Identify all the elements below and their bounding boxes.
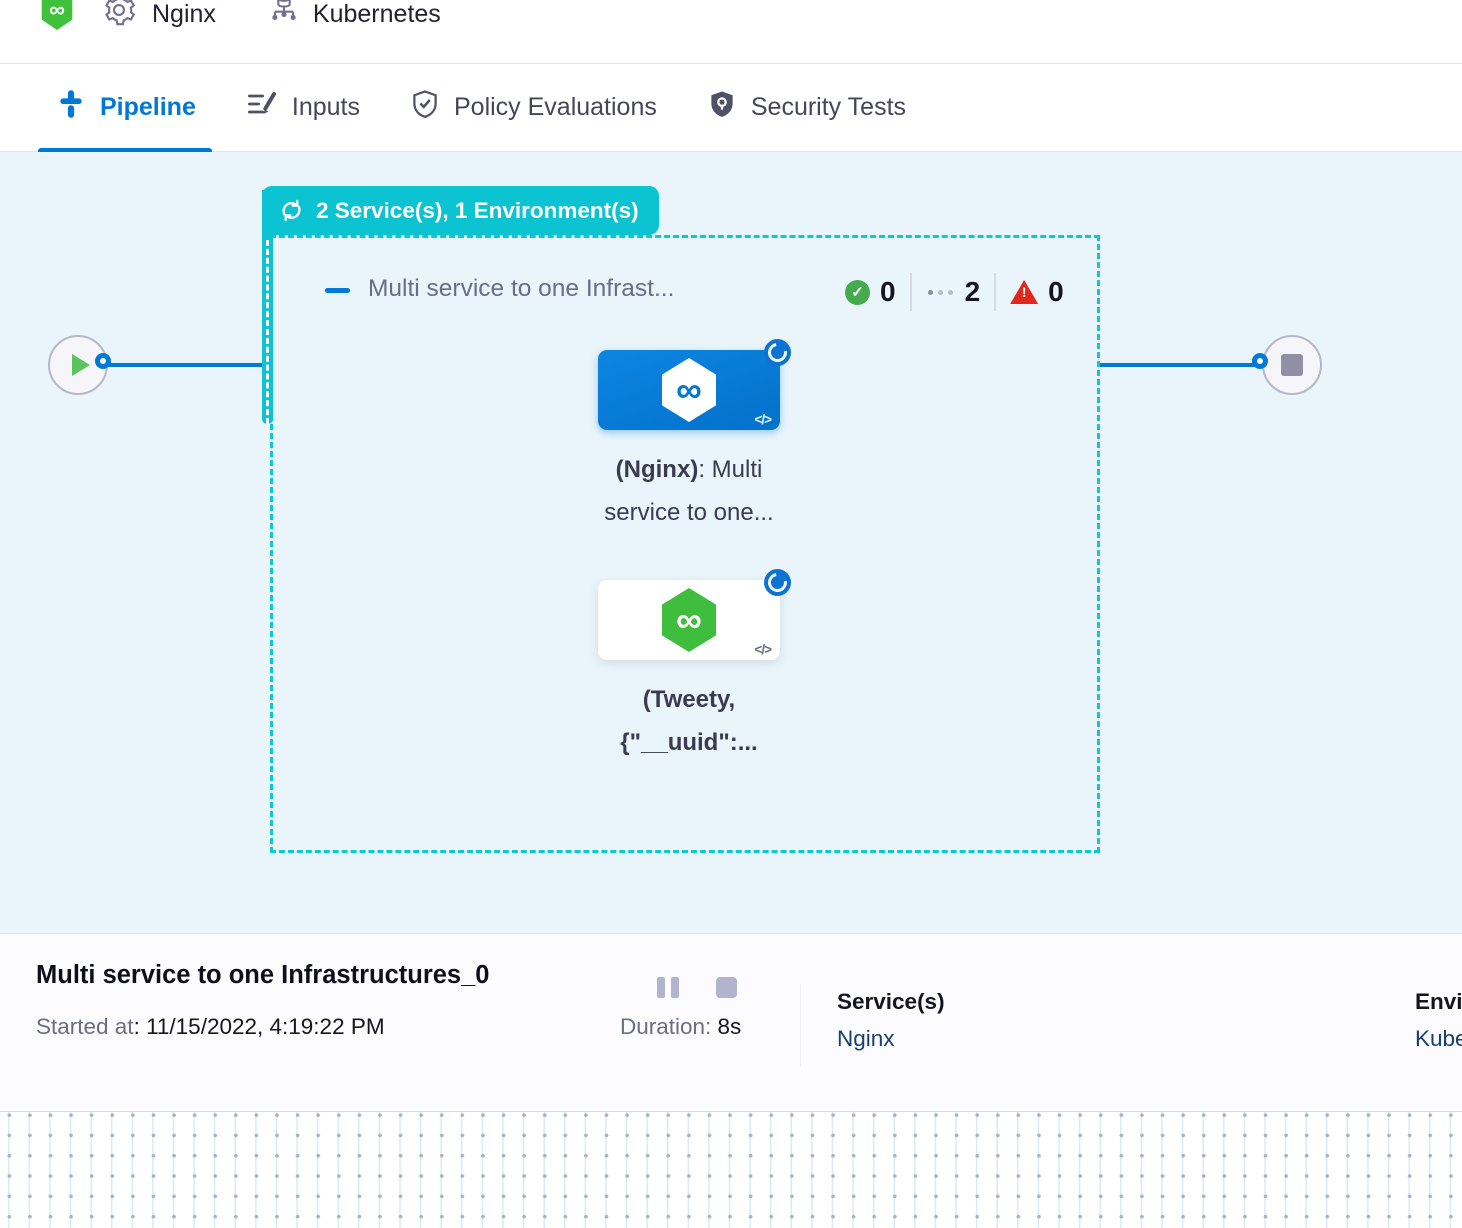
services-link[interactable]: Nginx (837, 1026, 895, 1051)
execution-graph-grid (0, 1112, 1462, 1228)
collapse-minus-icon[interactable] (325, 288, 350, 293)
success-count: 0 (880, 276, 896, 307)
stage-status-cluster: 0 2 0 (845, 270, 1064, 314)
pause-icon (671, 977, 679, 998)
harness-service-icon: ∞ (662, 358, 716, 422)
harness-service-icon: ∞ (662, 588, 716, 652)
status-divider (994, 273, 997, 311)
started-at: Started at: 11/15/2022, 4:19:22 PM (36, 1014, 385, 1040)
edge-connector-dot-right[interactable] (1252, 353, 1268, 369)
running-status-icon (927, 289, 953, 295)
failed-status-icon (1010, 280, 1039, 304)
policy-shield-icon (410, 89, 440, 126)
environments-column: Environment(s) Kubernetes (1415, 989, 1462, 1052)
tab-bar: Pipeline Inputs Policy Evaluations (0, 64, 1462, 152)
services-label: Service(s) (837, 989, 945, 1014)
footer-divider (800, 984, 801, 1066)
environments-label: Environment(s) (1415, 989, 1462, 1014)
stage-title[interactable]: Multi service to one Infrast... (368, 275, 675, 302)
loop-icon (278, 197, 305, 224)
breadcrumb-header: ∞ Nginx Kubernetes (0, 0, 1462, 64)
harness-logo-icon: ∞ (41, 0, 73, 30)
failed-count: 0 (1048, 276, 1064, 307)
inputs-icon (246, 88, 278, 127)
breadcrumb: ∞ Nginx Kubernetes (40, 0, 441, 42)
pause-icon (657, 977, 665, 998)
tab-label: Policy Evaluations (453, 93, 657, 121)
node-label-rest: : Multi (698, 456, 763, 483)
started-label: Started at (36, 1014, 134, 1039)
infrastructure-icon (268, 0, 300, 26)
tab-security-tests[interactable]: Security Tests (707, 64, 906, 152)
tab-label: Inputs (291, 93, 360, 121)
infinity-glyph: ∞ (49, 0, 65, 22)
breadcrumb-pipeline-name[interactable]: Nginx (152, 0, 216, 28)
stage-left-dash (266, 240, 269, 424)
stage-header-row: Multi service to one Infrast... 0 2 0 (0, 270, 1100, 314)
started-value: : 11/15/2022, 4:19:22 PM (133, 1014, 385, 1039)
pipeline-canvas: 2 Service(s), 1 Environment(s) Multi ser… (0, 152, 1462, 933)
gear-icon (102, 0, 136, 27)
tab-pipeline[interactable]: Pipeline (38, 64, 212, 152)
service-node-nginx[interactable]: ∞ </> (598, 350, 780, 430)
node-label-nginx: (Nginx): Multi service to one... (549, 448, 829, 534)
running-count: 2 (964, 276, 981, 307)
edge-line-left (107, 363, 270, 367)
code-icon: </> (754, 412, 772, 427)
running-spinner-icon (764, 339, 791, 366)
play-icon (71, 354, 90, 376)
pipeline-icon (56, 89, 86, 126)
stage-badge-label: 2 Service(s), 1 Environment(s) (316, 197, 639, 223)
node-label-bold: (Nginx) (615, 456, 699, 483)
duration: Duration: 8s (620, 1014, 741, 1040)
tab-label: Pipeline (100, 93, 196, 121)
services-column: Service(s) Nginx (837, 989, 945, 1052)
node-label-tweety: (Tweety, {"__uuid":... (549, 678, 829, 764)
environments-link[interactable]: Kubernetes (1415, 1026, 1462, 1051)
edge-line-right (1100, 363, 1262, 367)
status-divider (909, 273, 912, 311)
stage-badge[interactable]: 2 Service(s), 1 Environment(s) (262, 186, 659, 235)
tab-label: Security Tests (750, 93, 907, 121)
pipeline-end-node (1262, 335, 1322, 395)
duration-value: 8s (711, 1014, 742, 1039)
tab-inputs[interactable]: Inputs (246, 64, 360, 152)
duration-label: Duration: (620, 1014, 712, 1039)
execution-title: Multi service to one Infrastructures_0 (36, 961, 490, 989)
stage-container[interactable] (270, 235, 1100, 853)
abort-button[interactable] (716, 977, 737, 998)
tab-policy-evaluations[interactable]: Policy Evaluations (410, 64, 657, 152)
execution-info-bar: Multi service to one Infrastructures_0 S… (0, 933, 1462, 1112)
node-label-line1: (Tweety, (642, 686, 736, 713)
running-spinner-icon (764, 569, 791, 596)
node-label-line2: {"__uuid":... (620, 729, 758, 756)
edge-connector-dot-left[interactable] (95, 353, 111, 369)
node-label-line2: service to one... (604, 499, 774, 526)
breadcrumb-environment-name[interactable]: Kubernetes (312, 0, 441, 28)
code-icon: </> (754, 642, 772, 657)
pause-button[interactable] (657, 977, 679, 998)
stop-icon (1281, 354, 1303, 376)
success-status-icon (845, 279, 870, 305)
service-node-tweety[interactable]: ∞ </> (598, 580, 780, 660)
security-shield-icon (707, 89, 737, 126)
